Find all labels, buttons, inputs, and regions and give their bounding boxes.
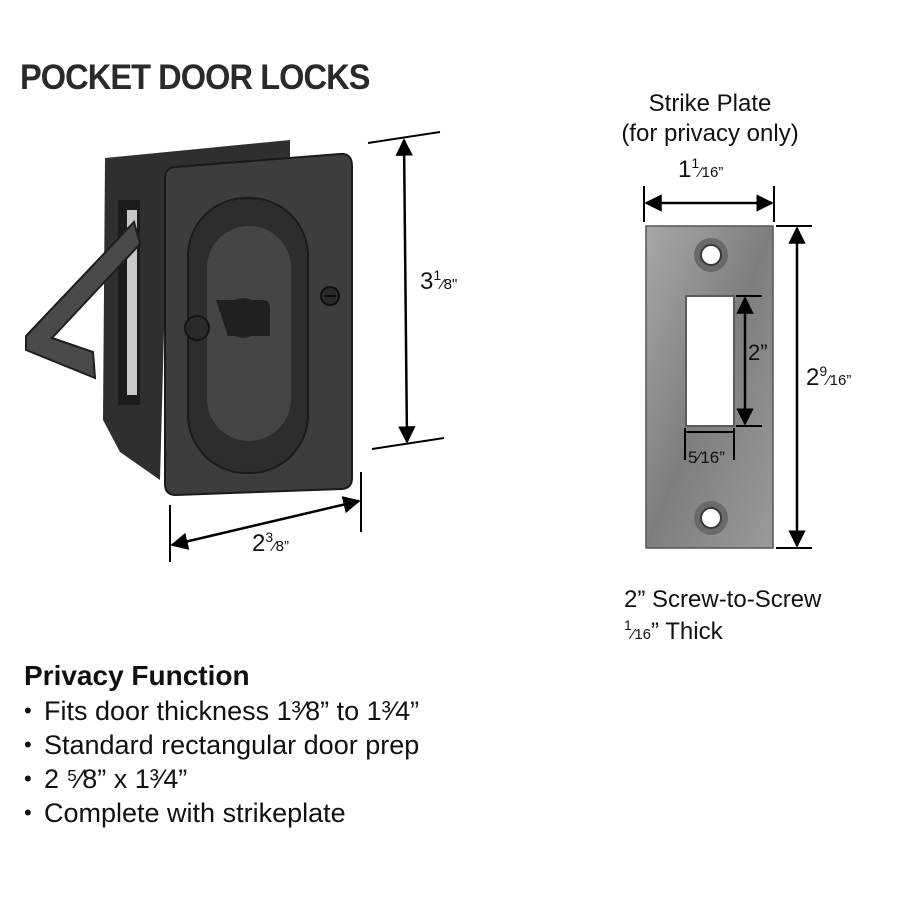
pocket-lock-illustration	[25, 140, 353, 497]
spec-item: Standard rectangular door prep	[24, 728, 419, 762]
slot-height-dimension	[736, 295, 762, 427]
strike-plate-label-line1: Strike Plate	[648, 90, 772, 117]
strike-note-line2: 1⁄16” Thick	[624, 617, 723, 645]
strike-height-dimension	[776, 225, 812, 549]
slot-width-label: 5⁄16”	[688, 448, 725, 467]
slot-height-label: 2”	[748, 340, 768, 365]
spec-item: Complete with strikeplate	[24, 796, 419, 830]
strike-plate-label-line2: (for privacy only)	[621, 120, 799, 147]
lock-width-dimension	[169, 472, 362, 562]
strike-plate-illustration	[645, 225, 774, 549]
lock-height-dimension	[367, 131, 445, 450]
strike-width-label: 11⁄16”	[678, 155, 724, 183]
spec-item: Fits door thickness 1³⁄8” to 1³⁄4”	[24, 694, 419, 728]
slot-width-dimension	[684, 428, 735, 460]
strike-height-label: 29⁄16”	[806, 363, 852, 391]
lock-height-label: 31⁄8"	[420, 267, 458, 295]
strike-plate-label: Strike Plate (for privacy only)	[600, 90, 820, 148]
specs-heading: Privacy Function	[24, 660, 250, 691]
specs-list: Fits door thickness 1³⁄8” to 1³⁄4” Stand…	[24, 694, 419, 830]
strike-width-dimension	[643, 186, 775, 222]
specs-block: Privacy Function Fits door thickness 1³⁄…	[24, 660, 419, 830]
page-title: POCKET DOOR LOCKS	[20, 58, 370, 97]
strike-note-line1: 2” Screw-to-Screw	[624, 586, 822, 613]
lock-width-label: 23⁄8”	[252, 529, 290, 557]
spec-item-continuation: 2 ⁵⁄8” x 1³⁄4”	[24, 762, 419, 796]
